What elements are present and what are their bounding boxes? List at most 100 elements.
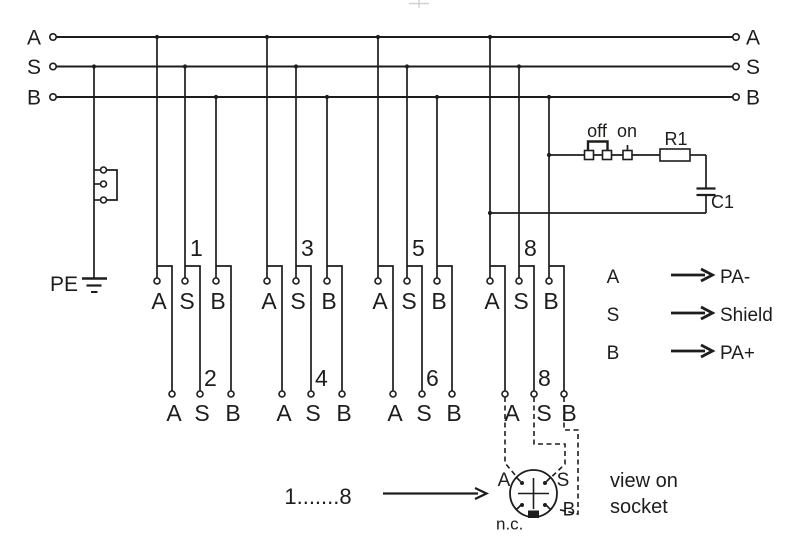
capacitor-label: C1 [711, 192, 734, 212]
dashed-lead-a [504, 397, 517, 477]
terminal-circle [515, 277, 523, 285]
terminator-circuit: off on R1 C1 [490, 121, 734, 214]
terminal-circle [433, 277, 441, 285]
terminal-circle [196, 390, 204, 398]
socket-number-bottom: 8 [538, 365, 551, 391]
socket-number-top: 8 [524, 235, 537, 261]
socket-number-bottom: 4 [315, 365, 328, 391]
socket-pin-label-nc: n.c. [496, 515, 523, 534]
bus-a-left-terminal [48, 32, 57, 41]
terminal-circle [418, 390, 426, 398]
terminal-label: B [336, 400, 351, 426]
terminal-label: A [166, 400, 182, 426]
legend-row-a: A PA- [607, 267, 751, 288]
terminal-circle [212, 277, 220, 285]
terminal-circle [278, 390, 286, 398]
link-terminal [99, 196, 108, 204]
legend-meaning: PA- [720, 267, 750, 288]
pin-nc [520, 503, 524, 507]
terminal-label: S [290, 288, 305, 314]
terminal-circle [403, 277, 411, 285]
bus-s-left-label: S [27, 56, 41, 79]
bus-s: S S [27, 56, 760, 79]
terminal-circle [323, 277, 331, 285]
socket-number-top: 5 [412, 235, 425, 261]
pin-a [520, 481, 524, 485]
pin-b [543, 503, 547, 507]
socket-number-top: 3 [301, 235, 314, 261]
removable-link [106, 169, 118, 201]
socket-view: A S B n.c. 1.......8 view on socket [284, 397, 678, 534]
terminal-label: S [513, 288, 528, 314]
terminal-label: B [225, 400, 240, 426]
on-label: on [617, 121, 637, 141]
bus-a-left-label: A [27, 27, 41, 50]
terminal-label: S [536, 400, 551, 426]
terminal-circle [501, 390, 509, 398]
legend-meaning: PA+ [720, 343, 755, 364]
terminal-label: S [401, 288, 416, 314]
link-terminal [99, 180, 108, 188]
tap-group-3: 5 6 A S B A S B [372, 37, 462, 426]
terminal-circle [486, 277, 494, 285]
bus-s-right-label: S [746, 56, 760, 79]
junction-dots [91, 34, 552, 216]
terminal-label: B [543, 288, 558, 314]
tap-group-4: 8 8 A S B A S B [484, 37, 577, 426]
terminal-label: B [446, 400, 461, 426]
terminal-label: S [416, 400, 431, 426]
off-jumper-link [586, 140, 609, 150]
terminal-circle [448, 390, 456, 398]
range-arrowhead [474, 487, 490, 500]
resistor-label: R1 [664, 129, 687, 149]
socket-number-bottom: 6 [426, 365, 439, 391]
dashed-lead-s [533, 397, 566, 478]
terminal-label: A [504, 400, 520, 426]
socket-range-label: 1.......8 [284, 484, 351, 509]
terminal-circle [168, 390, 176, 398]
bus-a-right-terminal [731, 32, 740, 41]
terminal-circle [338, 390, 346, 398]
terminal-label: S [194, 400, 209, 426]
terminal-label: B [210, 288, 225, 314]
terminal-label: A [372, 288, 388, 314]
terminal-label: A [484, 288, 500, 314]
terminal-label: A [387, 400, 403, 426]
socket-pin-label-s: S [557, 470, 570, 491]
socket-pins [515, 476, 552, 511]
legend-arrowhead [700, 305, 716, 321]
pin-s [543, 481, 547, 485]
bus-b-right-terminal [731, 93, 740, 102]
legend-row-b: B PA+ [607, 343, 755, 364]
legend-signal: B [607, 343, 620, 364]
bus-b: B B [27, 87, 760, 110]
terminal-label: S [305, 400, 320, 426]
terminal-label: S [179, 288, 194, 314]
legend-arrowhead [700, 343, 716, 359]
socket-cross [518, 478, 549, 509]
terminal-label: A [276, 400, 292, 426]
bus-b-left-terminal [48, 93, 57, 102]
legend-row-s: S Shield [607, 305, 773, 326]
socket-caption-line2: socket [610, 496, 668, 518]
legend-arrowhead [700, 267, 716, 283]
bus-a: A A [27, 27, 760, 50]
socket-number-top: 1 [190, 235, 203, 261]
on-contact [622, 149, 633, 161]
legend: A PA- S Shield B PA+ [607, 267, 773, 364]
terminal-circle [374, 277, 382, 285]
bus-b-right-label: B [746, 87, 760, 110]
resistor-r1 [659, 148, 691, 162]
terminal-circle [530, 390, 538, 398]
terminal-circle [545, 277, 553, 285]
socket-pin-label-b: B [563, 500, 576, 521]
tap-group-2: 3 4 A S B A S B [261, 37, 352, 426]
bus-s-right-terminal [731, 62, 740, 71]
terminal-circle [389, 390, 397, 398]
terminal-circle [181, 277, 189, 285]
tap-group-1: 1 2 A S B A S B [151, 37, 241, 426]
terminal-circle [560, 390, 568, 398]
legend-signal: S [607, 305, 620, 326]
